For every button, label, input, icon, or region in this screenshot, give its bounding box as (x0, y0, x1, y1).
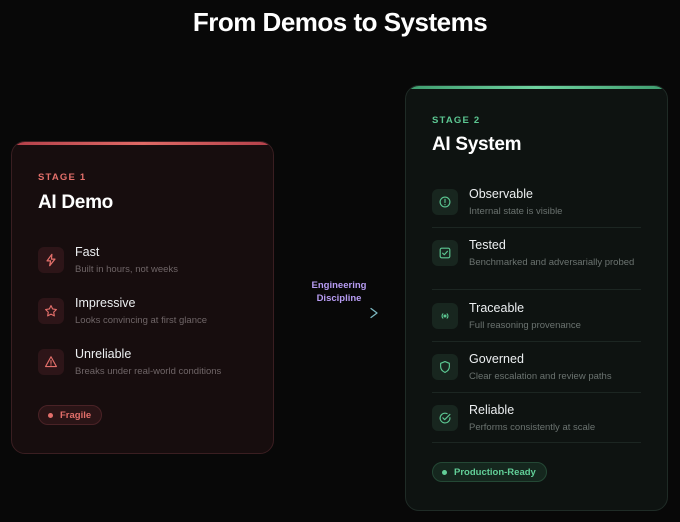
status-dot (48, 412, 53, 418)
demo-stage-label: STAGE 1 (38, 172, 87, 183)
connector-label: Engineering Discipline (302, 280, 376, 305)
info-circle-icon (432, 189, 458, 215)
demo-item-title: Impressive (75, 296, 136, 310)
ai-demo-card: STAGE 1 AI Demo Fast Built in hours, not… (11, 141, 274, 454)
system-item-title: Observable (469, 187, 533, 201)
shield-icon (432, 354, 458, 380)
connector-label-line1: Engineering (311, 280, 367, 291)
system-item-title: Reliable (469, 403, 515, 417)
divider (432, 227, 641, 228)
divider (432, 289, 641, 290)
system-item-subtitle: Performs consistently at scale (469, 422, 596, 433)
system-item-subtitle: Full reasoning provenance (469, 320, 581, 331)
system-item-subtitle: Internal state is visible (469, 206, 563, 217)
checkbox-icon (432, 240, 458, 266)
system-stage-label: STAGE 2 (432, 115, 481, 126)
demo-card-title: AI Demo (38, 192, 113, 213)
demo-item-title: Unreliable (75, 347, 132, 361)
system-item-title: Traceable (469, 301, 525, 315)
star-icon (38, 298, 64, 324)
badge-label: Production-Ready (454, 466, 536, 478)
status-dot (442, 469, 447, 475)
connector-label-line2: Discipline (316, 292, 362, 304)
demo-accent-bar (12, 142, 273, 145)
system-item-subtitle: Clear escalation and review paths (469, 371, 612, 382)
production-ready-badge: Production-Ready (432, 462, 547, 482)
fragile-badge: Fragile (38, 405, 103, 425)
system-card-title: AI System (432, 134, 522, 155)
demo-item-subtitle: Built in hours, not weeks (75, 264, 178, 275)
check-circle-icon (432, 405, 458, 431)
ai-system-card: STAGE 2 AI System Observable Internal st… (405, 85, 668, 511)
warning-icon (38, 349, 64, 375)
badge-label: Fragile (60, 409, 92, 421)
signal-icon (432, 303, 458, 329)
system-accent-bar (406, 86, 667, 89)
divider (432, 392, 641, 393)
demo-item-subtitle: Breaks under real-world conditions (75, 366, 222, 377)
demo-item-title: Fast (75, 245, 100, 259)
divider (432, 442, 641, 443)
lightning-icon (38, 247, 64, 273)
system-item-title: Governed (469, 352, 524, 366)
demo-item-subtitle: Looks convincing at first glance (75, 315, 208, 326)
page-title: From Demos to Systems (192, 7, 488, 37)
system-item-subtitle: Benchmarked and adversarially probed (469, 257, 635, 268)
arrow-right-icon (306, 307, 378, 319)
divider (432, 341, 641, 342)
system-item-title: Tested (469, 238, 506, 252)
